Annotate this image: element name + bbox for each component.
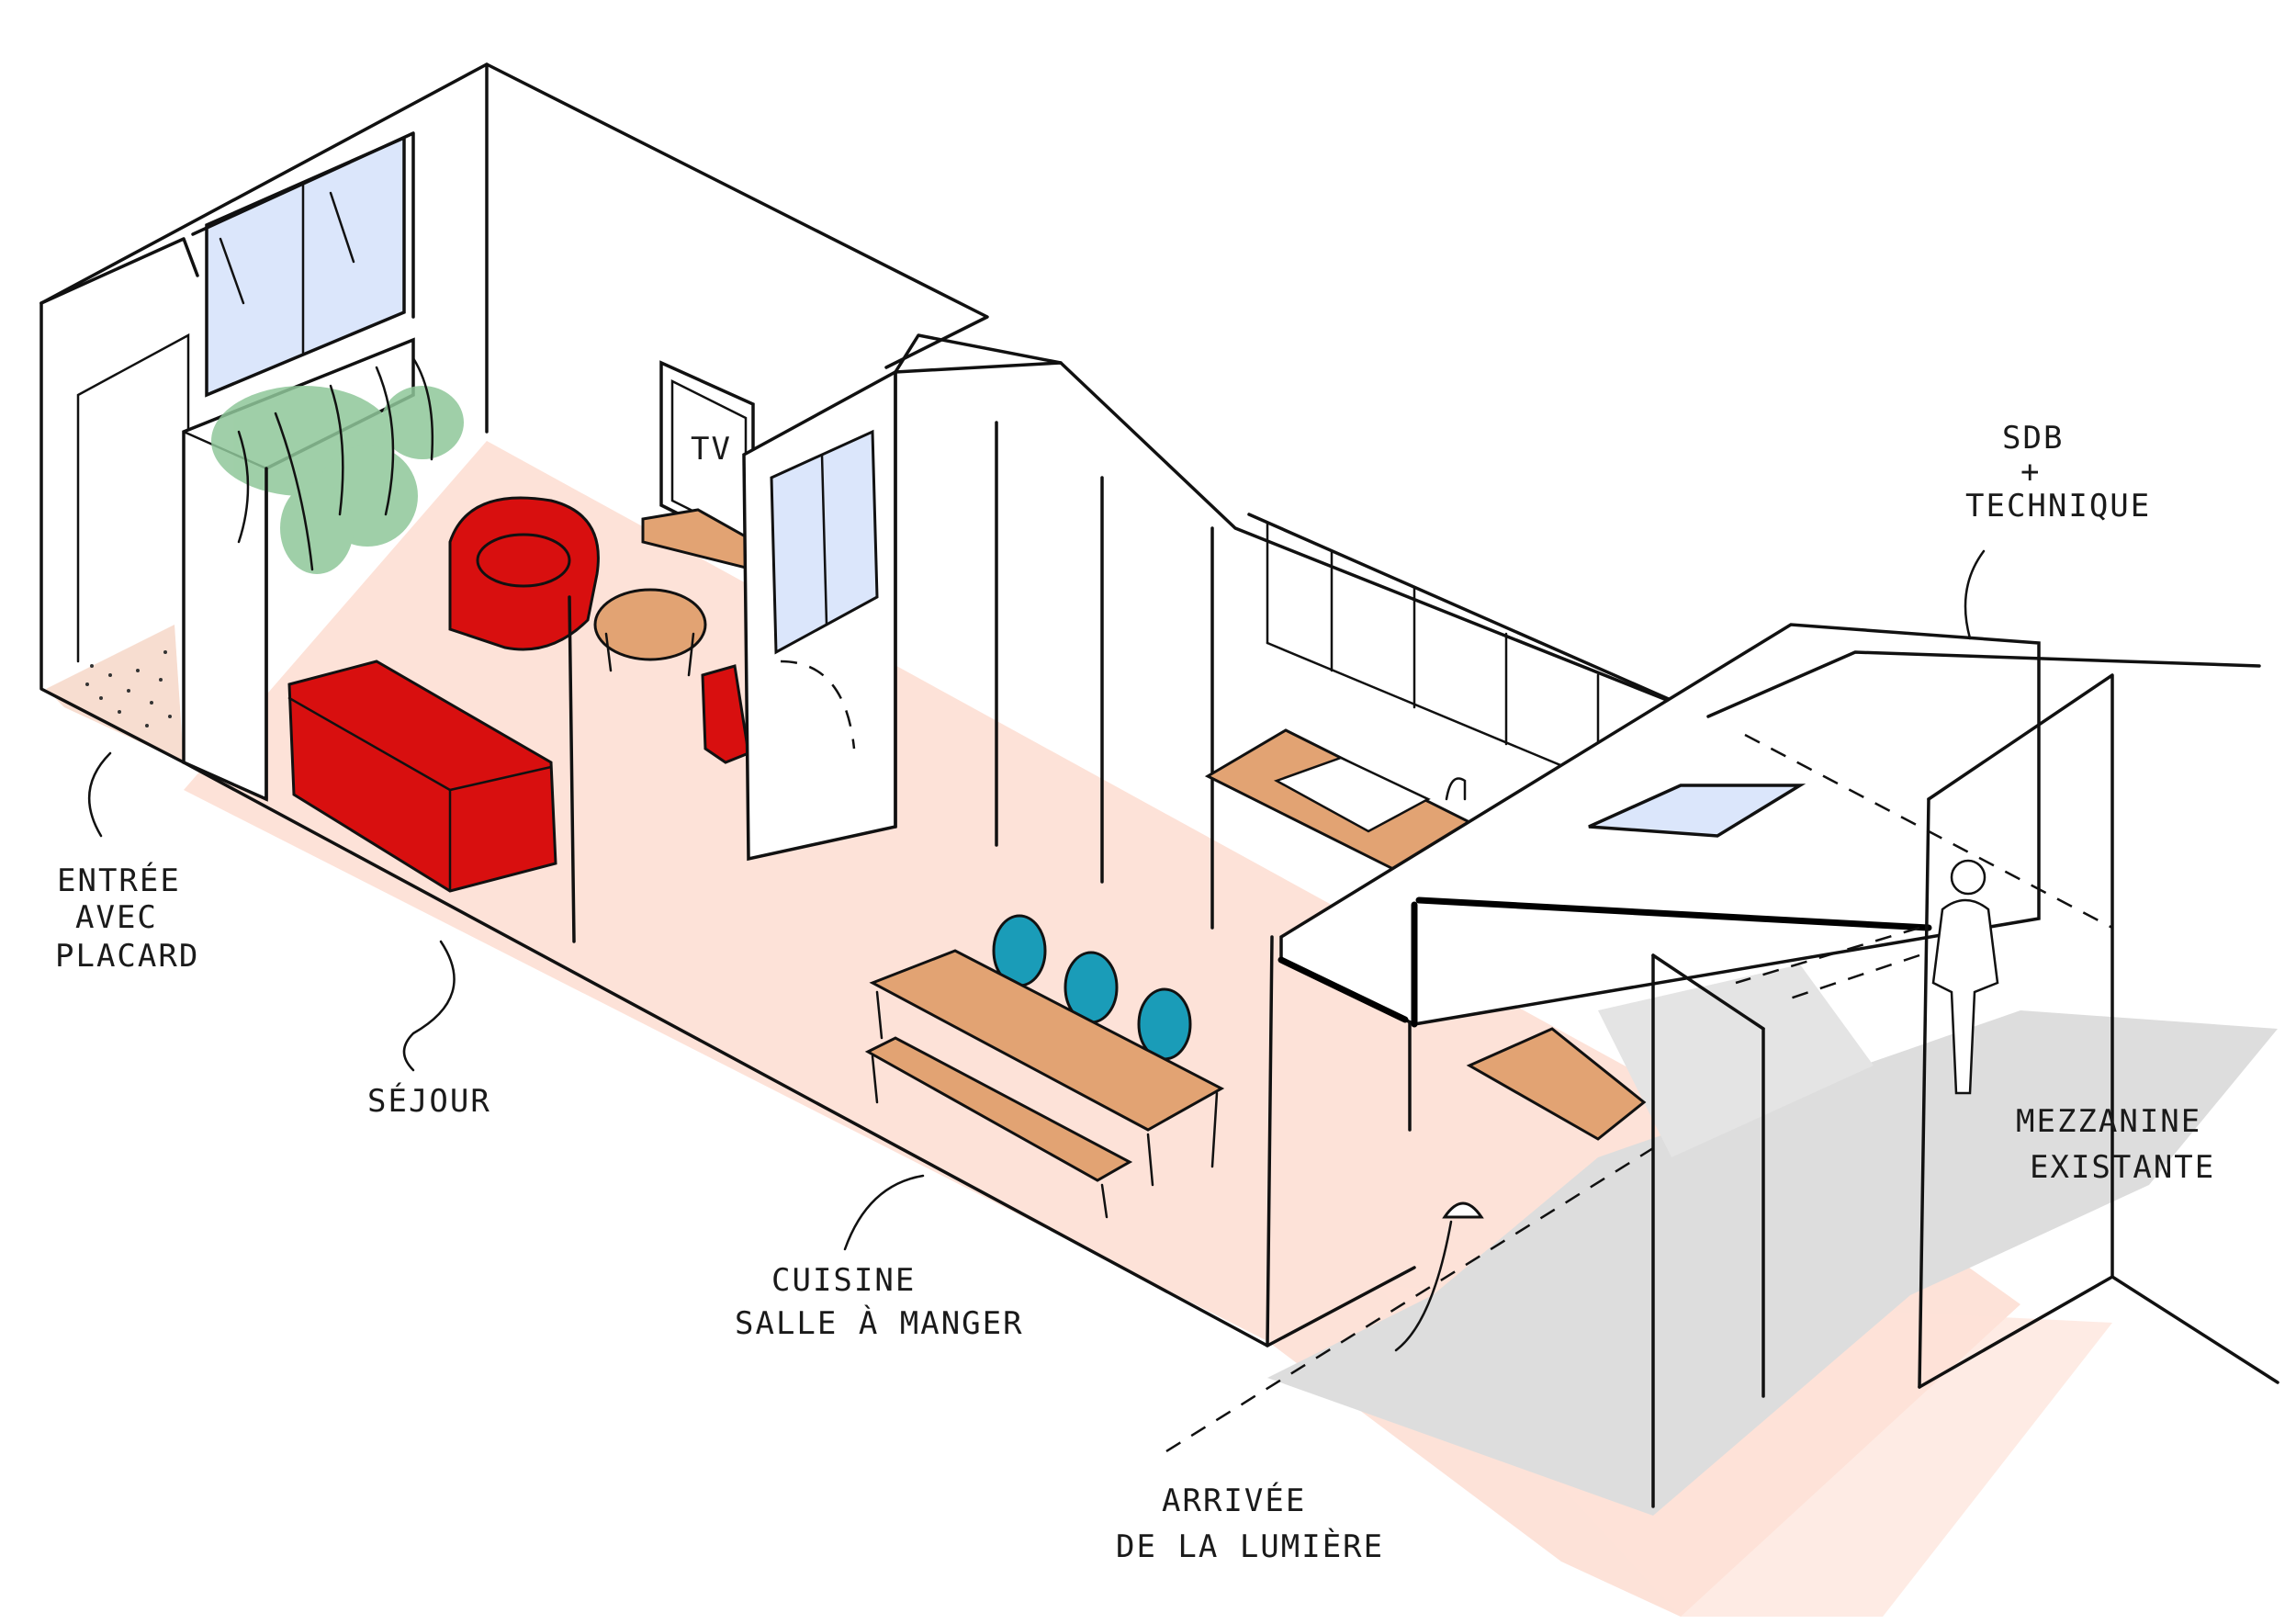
plant-strands [237,356,434,571]
mezzanine-shadow [1267,1010,2278,1516]
arrivee-leader [1394,1220,1453,1352]
dining-bench [864,1036,1133,1182]
bench-legs [871,1054,1109,1219]
small-red-chair [701,664,750,764]
sdb-dashed [1744,733,2113,930]
red-sofa [287,660,557,893]
entry-floor [46,625,184,762]
sdb-corner [1918,797,1930,1389]
mezz-rail [1651,953,1765,1031]
person-figure [1931,859,1999,1095]
tv-label: TV [691,431,732,468]
front-corner-post [1266,935,1274,1348]
faucet [1445,777,1467,801]
entry-door [76,333,190,663]
entry-wall-top [39,237,199,305]
sdb-base [1918,1275,2114,1389]
sdb-leader [1964,549,1986,640]
mezzanine-text-1: MEZZANINE [2016,1103,2201,1140]
label-sdb: SDB + TECHNIQUE [1965,420,2151,524]
door-swing [780,660,856,750]
red-armchair [448,496,600,651]
sdb-text-3: TECHNIQUE [1965,488,2151,524]
floor-lamp [568,595,576,943]
partition-mullion [820,453,828,626]
mezzanine-front-edge [1277,956,1409,1023]
mezzanine-bench [1466,1027,1647,1141]
upper-ceiling [894,333,1063,374]
skylight [1588,784,1806,838]
sdb-block [1706,650,2261,718]
sdb-base-right [2110,1275,2279,1384]
sdb-text-2: + [2020,454,2041,491]
arrivee-text-1: ARRIVÉE [1162,1482,1306,1519]
dining-table [869,949,1225,1132]
label-sejour: SÉJOUR [367,1082,491,1120]
window-reflection [219,237,245,305]
tall-cabinets [995,421,1214,930]
entree-leader [87,751,112,838]
entry-wall [39,301,186,764]
pendant-lamp [1442,1201,1484,1219]
label-entree: ENTRÉE AVEC PLACARD [55,862,199,975]
label-arrivee: ARRIVÉE DE LA LUMIÈRE [1116,1482,1384,1565]
window-reflection-2 [329,191,355,264]
entree-text-2: AVEC [75,899,158,936]
sejour-leader [402,940,456,1072]
sdb-text-1: SDB [2002,420,2064,457]
cuisine-text-1: CUISINE [771,1262,916,1299]
entree-text-1: ENTRÉE [57,862,181,899]
entree-text-3: PLACARD [55,938,199,975]
light-ray [1735,926,1920,985]
placard-speckles [85,650,172,727]
upper-cabinets [1247,513,1710,718]
coffee-table [593,588,707,677]
mezzanine-text-2: EXISTANTE [2030,1149,2215,1186]
sink [1273,756,1431,833]
mezzanine-shadow-2 [1598,964,1874,1157]
cuisine-text-2: SALLE À MANGER [735,1304,1024,1342]
back-window-frame [191,131,415,319]
label-cuisine: CUISINE SALLE À MANGER [735,1262,1024,1342]
arrivee-text-2: DE LA LUMIÈRE [1116,1528,1384,1565]
cuisine-leader [843,1174,925,1251]
light-ray-3 [1165,1146,1654,1453]
label-mezzanine: MEZZANINE EXISTANTE [2016,1103,2215,1186]
light-ray-2 [1781,953,1920,1003]
back-wall [39,62,989,369]
table-legs [875,990,1219,1187]
cabinet-top [894,361,1710,718]
mezzanine-edge [1415,897,1932,931]
